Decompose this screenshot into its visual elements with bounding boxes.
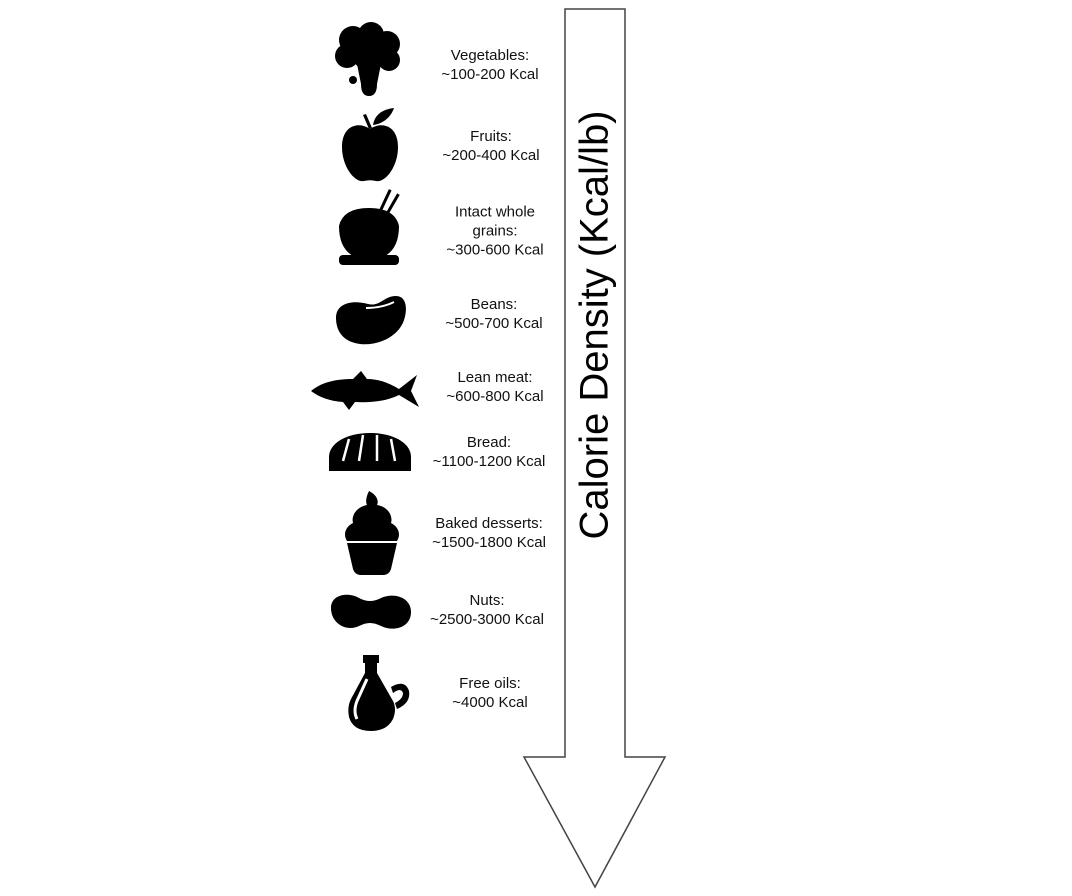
food-name-2: grains:: [472, 222, 518, 240]
axis-label: Calorie Density (Kcal/lb): [572, 110, 617, 540]
food-label-baked-desserts: Baked desserts: ~1500-1800 Kcal: [414, 514, 564, 552]
food-name: Bread:: [466, 434, 512, 451]
peanut-icon: [331, 594, 411, 629]
apple-icon: [342, 108, 398, 182]
food-label-beans: Beans: ~500-700 Kcal: [419, 295, 569, 333]
broccoli-icon: [335, 22, 400, 96]
food-name: Free oils:: [459, 675, 521, 692]
food-label-fruits: Fruits: ~200-400 Kcal: [416, 127, 566, 165]
food-name: Lean meat:: [457, 369, 533, 386]
cupcake-icon: [345, 491, 399, 575]
food-calories: ~300-600 Kcal: [446, 241, 544, 259]
food-name: Vegetables:: [450, 47, 530, 64]
food-name: Baked desserts:: [435, 515, 543, 532]
food-label-free-oils: Free oils: ~4000 Kcal: [415, 674, 565, 712]
food-calories: ~2500-3000 Kcal: [430, 611, 544, 628]
food-name: Intact whole: [454, 203, 536, 221]
fish-icon: [311, 371, 419, 410]
food-calories: ~600-800 Kcal: [446, 388, 544, 405]
food-calories: ~200-400 Kcal: [442, 147, 540, 164]
food-name: Beans:: [470, 296, 518, 313]
food-calories: ~4000 Kcal: [452, 694, 528, 711]
food-calories: ~1500-1800 Kcal: [432, 534, 546, 551]
bean-icon: [336, 296, 406, 345]
food-name: Nuts:: [469, 592, 505, 609]
food-label-lean-meat: Lean meat: ~600-800 Kcal: [420, 368, 570, 406]
rice-bowl-icon: [339, 189, 400, 265]
food-calories: ~500-700 Kcal: [445, 315, 543, 332]
food-calories: ~1100-1200 Kcal: [432, 453, 546, 470]
oil-bottle-icon: [348, 655, 410, 731]
food-label-nuts: Nuts: ~2500-3000 Kcal: [412, 591, 562, 629]
food-calories: ~100-200 Kcal: [441, 66, 539, 83]
food-name: Fruits:: [470, 128, 512, 145]
food-label-vegetables: Vegetables: ~100-200 Kcal: [415, 46, 565, 84]
food-label-bread: Bread: ~1100-1200 Kcal: [414, 433, 564, 471]
bread-icon: [329, 433, 411, 471]
